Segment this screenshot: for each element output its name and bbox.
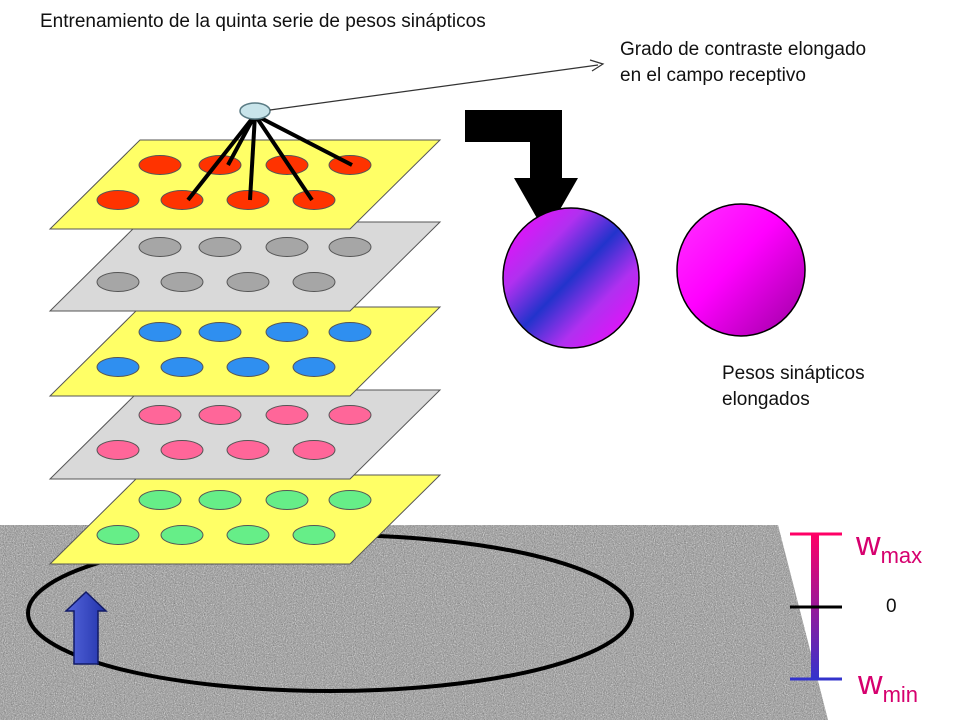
unit-dot bbox=[96, 272, 140, 292]
unit-dot bbox=[160, 525, 204, 545]
unit-dot bbox=[96, 440, 140, 460]
unit-dot bbox=[160, 357, 204, 377]
scale-min-base: w bbox=[858, 664, 883, 702]
unit-dot bbox=[198, 405, 242, 425]
unit-dot bbox=[226, 525, 270, 545]
unit-dot bbox=[265, 490, 309, 510]
unit-dot bbox=[138, 322, 182, 342]
unit-dot bbox=[138, 237, 182, 257]
scale-zero-label: 0 bbox=[886, 596, 897, 617]
unit-dot bbox=[292, 190, 336, 210]
unit-dot bbox=[292, 440, 336, 460]
magenta-weights-ball bbox=[676, 203, 806, 337]
layer-pink bbox=[48, 389, 442, 480]
unit-dot bbox=[292, 525, 336, 545]
unit-dot bbox=[160, 440, 204, 460]
unit-dot bbox=[198, 322, 242, 342]
unit-dot bbox=[198, 237, 242, 257]
layer-red-plane bbox=[48, 139, 442, 230]
neuron-connections bbox=[186, 113, 353, 202]
scale-max-base: w bbox=[856, 525, 881, 563]
layer-gray bbox=[48, 221, 442, 312]
unit-dot bbox=[328, 490, 372, 510]
annotation-line-1: Grado de contraste elongado bbox=[620, 39, 867, 60]
output-neuron bbox=[239, 102, 271, 120]
page-title: Entrenamiento de la quinta serie de peso… bbox=[40, 11, 486, 32]
unit-dot bbox=[96, 525, 140, 545]
unit-dot bbox=[292, 272, 336, 292]
unit-dot bbox=[328, 237, 372, 257]
bent-down-arrow-icon bbox=[465, 110, 578, 234]
unit-dot bbox=[292, 357, 336, 377]
scale-min-sub: min bbox=[882, 682, 919, 707]
weights-label-line-2: elongados bbox=[722, 389, 810, 410]
scale-max-sub: max bbox=[880, 543, 923, 568]
scale-min-label: wmin bbox=[858, 666, 918, 712]
unit-dot bbox=[138, 405, 182, 425]
elongated-weights-ball bbox=[502, 207, 640, 349]
annotation-line-2: en el campo receptivo bbox=[620, 65, 806, 86]
layer-blue bbox=[48, 306, 442, 397]
unit-dot bbox=[138, 155, 182, 175]
layer-green bbox=[48, 474, 442, 565]
layer-stack bbox=[48, 139, 442, 565]
up-arrow-icon bbox=[64, 590, 108, 665]
unit-dot bbox=[138, 490, 182, 510]
unit-dot bbox=[328, 405, 372, 425]
layer-red bbox=[48, 139, 442, 230]
unit-dot bbox=[265, 237, 309, 257]
weights-label-line-1: Pesos sinápticos bbox=[722, 363, 865, 384]
unit-dot bbox=[265, 405, 309, 425]
layer-blue-plane bbox=[48, 306, 442, 397]
unit-dot bbox=[226, 272, 270, 292]
noise-floor bbox=[0, 525, 828, 720]
unit-dot bbox=[328, 322, 372, 342]
layer-pink-plane bbox=[48, 389, 442, 480]
unit-dot bbox=[160, 190, 204, 210]
unit-dot bbox=[96, 357, 140, 377]
unit-dot bbox=[198, 490, 242, 510]
unit-dot bbox=[226, 440, 270, 460]
scale-max-label: wmax bbox=[856, 527, 922, 573]
layer-gray-plane bbox=[48, 221, 442, 312]
weight-scale bbox=[790, 532, 842, 681]
unit-dot bbox=[160, 272, 204, 292]
unit-dot bbox=[265, 322, 309, 342]
unit-dot bbox=[226, 190, 270, 210]
unit-dot bbox=[96, 190, 140, 210]
unit-dot bbox=[226, 357, 270, 377]
annotation-pointer bbox=[269, 59, 605, 111]
